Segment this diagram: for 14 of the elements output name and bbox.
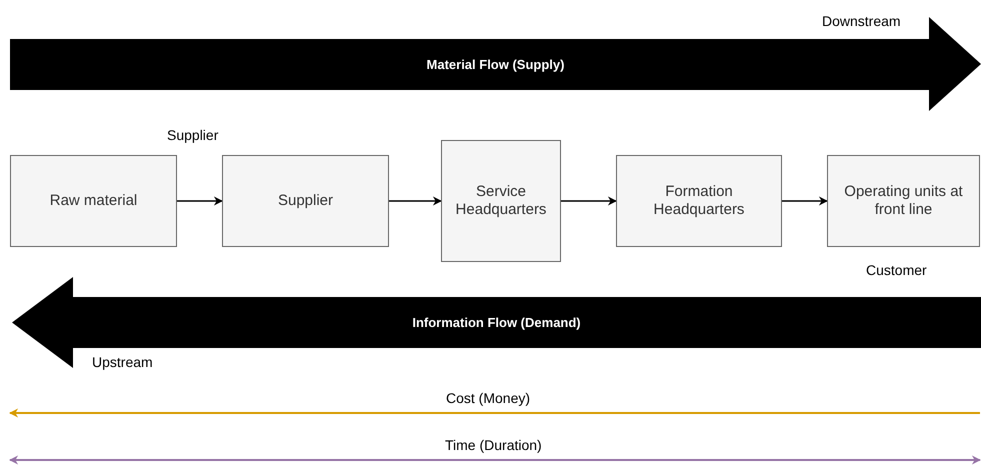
flow-label: Upstream: [92, 354, 153, 370]
arrow: [561, 196, 617, 206]
flow-label: Supplier: [167, 127, 218, 143]
arrow: [782, 196, 828, 206]
process-box: Raw material: [10, 155, 177, 247]
flow-label: Customer: [866, 262, 927, 278]
flow-label: Cost (Money): [446, 390, 530, 406]
process-box: Supplier: [222, 155, 389, 247]
process-box: Formation Headquarters: [616, 155, 782, 247]
process-box: Operating units at front line: [827, 155, 980, 247]
process-box: Service Headquarters: [441, 140, 561, 262]
flow-label: Time (Duration): [445, 437, 542, 453]
arrow: [177, 196, 223, 206]
arrow: [389, 196, 442, 206]
